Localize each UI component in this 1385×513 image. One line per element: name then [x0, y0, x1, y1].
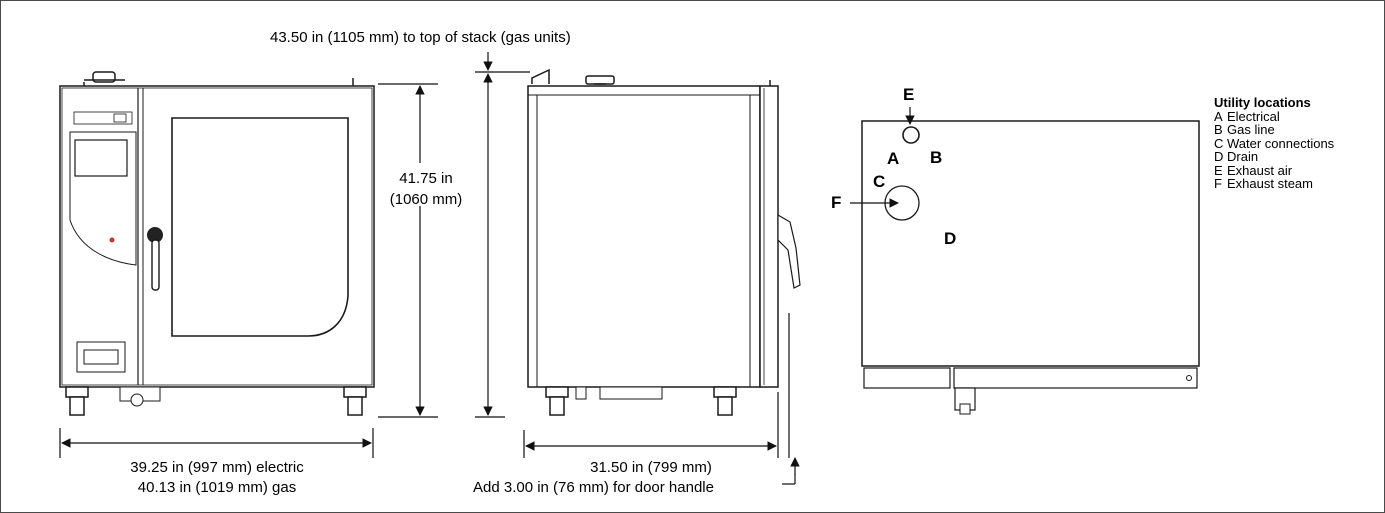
- label-e: E: [903, 85, 915, 104]
- width-electric-label: 39.25 in (997 mm) electric: [130, 459, 304, 476]
- rear-arrows: [850, 107, 915, 208]
- depth-dimension: [523, 313, 800, 485]
- width-gas-label: 40.13 in (1019 mm) gas: [137, 479, 297, 496]
- height-dimension: [378, 83, 438, 418]
- height-in-label: 41.75 in: [399, 170, 453, 187]
- depth-label: 31.50 in (799 mm): [590, 459, 712, 476]
- stack-height-dimension: [475, 52, 530, 418]
- side-view: [527, 68, 801, 416]
- label-c: C: [873, 172, 886, 191]
- rear-view: [861, 120, 1200, 415]
- label-d: D: [944, 229, 957, 248]
- label-f: F: [831, 193, 842, 212]
- stack-height-label: 43.50 in (1105 mm) to top of stack (gas …: [270, 29, 571, 46]
- door-handle-note: Add 3.00 in (76 mm) for door handle: [473, 479, 714, 496]
- front-view: [59, 71, 375, 416]
- label-b: B: [930, 148, 943, 167]
- legend-title: Utility locations: [1214, 95, 1311, 110]
- label-a: A: [887, 149, 900, 168]
- height-mm-label: (1060 mm): [389, 191, 463, 208]
- width-dimension: [59, 428, 374, 458]
